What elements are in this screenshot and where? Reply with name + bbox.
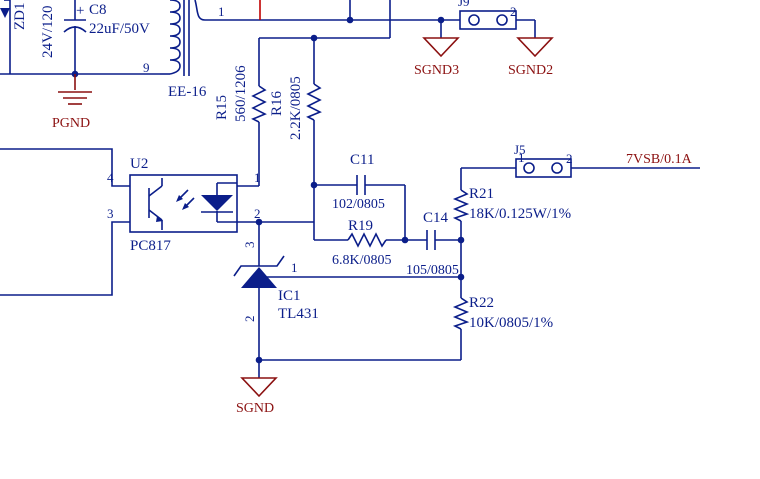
r16-value: 2.2K/0805 bbox=[288, 76, 304, 140]
u2-ref: U2 bbox=[130, 156, 148, 172]
transformer-ref: EE-16 bbox=[168, 84, 207, 100]
c8-polarity: + bbox=[76, 3, 84, 19]
ic1-pin2: 2 bbox=[242, 316, 257, 323]
optocoupler-u2: U2 PC817 4 3 1 2 bbox=[107, 156, 261, 254]
ground-sgnd2: SGND2 bbox=[508, 37, 554, 78]
ic1-pin1: 1 bbox=[291, 260, 298, 275]
transformer-pin-1: 1 bbox=[218, 4, 225, 19]
c8-ref: C8 bbox=[89, 2, 107, 18]
resistor-r19: R19 6.8K/0805 bbox=[314, 218, 427, 268]
c14-ref: C14 bbox=[423, 210, 449, 226]
u2-pin2: 2 bbox=[254, 206, 261, 221]
u2-part: PC817 bbox=[130, 238, 171, 254]
r19-value: 6.8K/0805 bbox=[332, 253, 392, 268]
resistor-r16: R16 2.2K/0805 bbox=[269, 38, 322, 240]
ground-pgnd: PGND bbox=[52, 74, 92, 131]
c8-value: 22uF/50V bbox=[89, 21, 150, 37]
ic1-ref: IC1 bbox=[278, 288, 301, 304]
c14-value: 105/0805 bbox=[406, 263, 459, 278]
j9-ref: J9 bbox=[458, 0, 470, 9]
jumper-j5: J5 1 2 7VSB/0.1A bbox=[461, 142, 700, 178]
ic1-part: TL431 bbox=[278, 306, 319, 322]
capacitor-c11: C11 102/0805 bbox=[310, 152, 406, 240]
ground-sgnd: SGND bbox=[236, 360, 278, 416]
capacitor-c8: + C8 22uF/50V bbox=[63, 0, 150, 74]
u2-pin3: 3 bbox=[107, 206, 114, 221]
r16-ref: R16 bbox=[269, 90, 285, 116]
shunt-regulator-ic1: 3 1 2 IC1 TL431 bbox=[233, 222, 461, 360]
capacitor-c14: C14 105/0805 bbox=[406, 210, 461, 278]
ground-sgnd3: SGND3 bbox=[414, 20, 460, 78]
transformer-ee16: 1 9 EE-16 bbox=[143, 0, 225, 100]
j5-pin1: 1 bbox=[518, 150, 525, 165]
r15-value: 560/1206 bbox=[233, 65, 249, 122]
j5-pin2: 2 bbox=[566, 151, 573, 166]
r21-value: 18K/0.125W/1% bbox=[469, 206, 571, 222]
r15-ref: R15 bbox=[214, 95, 230, 120]
sgnd3-label: SGND3 bbox=[414, 63, 459, 78]
transformer-pin-9: 9 bbox=[143, 60, 150, 75]
j9-pin2: 2 bbox=[510, 4, 517, 19]
r21-ref: R21 bbox=[469, 186, 494, 202]
resistor-r21: R21 18K/0.125W/1% bbox=[452, 168, 571, 298]
resistor-r15: R15 560/1206 bbox=[214, 38, 267, 186]
r22-ref: R22 bbox=[469, 295, 494, 311]
u2-pin1: 1 bbox=[254, 170, 261, 185]
resistor-r22: R22 10K/0805/1% bbox=[452, 295, 553, 360]
zd-value: 24V/120 bbox=[40, 6, 56, 59]
c11-value: 102/0805 bbox=[332, 197, 385, 212]
ic1-pin3: 3 bbox=[242, 242, 257, 249]
u2-pin4: 4 bbox=[107, 170, 114, 185]
zener-zd1: ZD1 24V/120 bbox=[0, 0, 56, 58]
zd-ref: ZD1 bbox=[12, 3, 28, 31]
vsb-label: 7VSB/0.1A bbox=[626, 152, 693, 167]
r22-value: 10K/0805/1% bbox=[469, 315, 553, 331]
sgnd2-label: SGND2 bbox=[508, 63, 553, 78]
j5-ref: J5 bbox=[514, 142, 526, 157]
r19-ref: R19 bbox=[348, 218, 373, 234]
pgnd-label: PGND bbox=[52, 116, 90, 131]
c11-ref: C11 bbox=[350, 152, 374, 168]
jumper-j9: J9 2 bbox=[458, 0, 536, 38]
sgnd-label: SGND bbox=[236, 401, 274, 416]
